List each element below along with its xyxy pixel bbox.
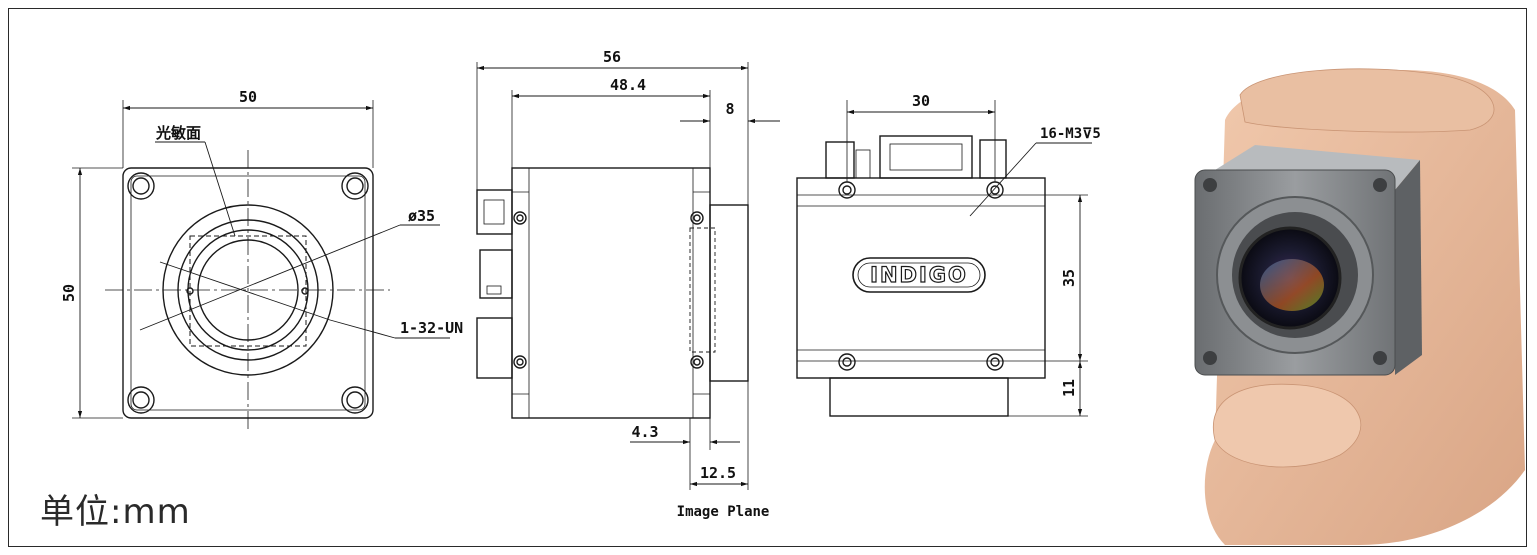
top-height-dim: 35 bbox=[1060, 269, 1078, 287]
front-view bbox=[72, 100, 450, 430]
front-height-dim: 50 bbox=[60, 284, 78, 302]
units-label: 单位:mm bbox=[40, 492, 191, 532]
indigo-logo: INDIGO bbox=[870, 263, 968, 287]
hole-spec-label: 16-M3⊽5 bbox=[1040, 126, 1101, 142]
diameter-dim: ø35 bbox=[408, 207, 435, 225]
screw-icon bbox=[127, 172, 369, 414]
dim-4-3: 4.3 bbox=[631, 423, 658, 441]
sensor-surface-label: 光敏面 bbox=[155, 124, 201, 142]
dim-12-5: 12.5 bbox=[700, 464, 736, 482]
body-length-dim: 48.4 bbox=[610, 76, 646, 94]
lens-offset-dim: 11 bbox=[1060, 379, 1078, 397]
mount-length-dim: 8 bbox=[725, 100, 734, 118]
side-view bbox=[476, 62, 780, 490]
top-view bbox=[796, 100, 1092, 417]
thread-label: 1-32-UN bbox=[400, 319, 463, 337]
camera-product-photo bbox=[1194, 68, 1525, 545]
drawing-frame bbox=[8, 8, 1527, 547]
overall-length-dim: 56 bbox=[603, 48, 621, 66]
hole-spacing-dim: 30 bbox=[912, 92, 930, 110]
front-width-dim: 50 bbox=[239, 88, 257, 106]
image-plane-label: Image Plane bbox=[677, 504, 770, 520]
